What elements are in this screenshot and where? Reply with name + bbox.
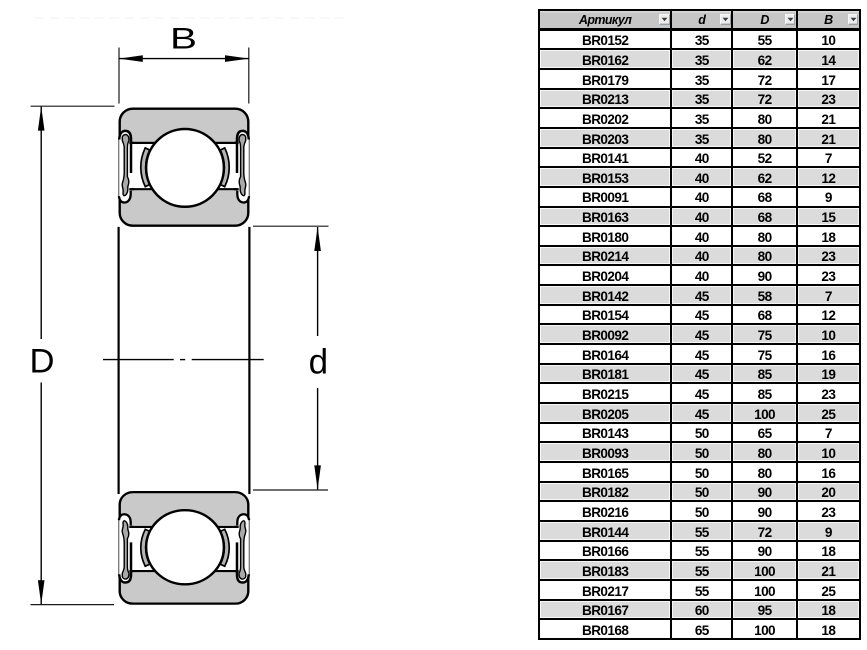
svg-text:d: d [309, 342, 328, 381]
svg-text:B: B [170, 22, 197, 55]
svg-text:D: D [30, 343, 55, 381]
